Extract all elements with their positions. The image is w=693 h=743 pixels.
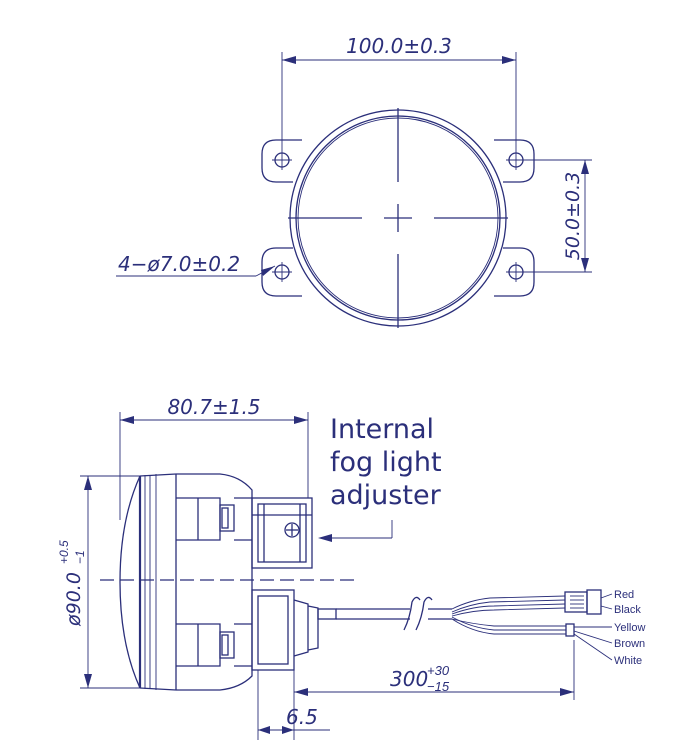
note-line-3: adjuster: [330, 480, 442, 511]
width-dimension-label: 100.0±0.3: [346, 34, 452, 58]
adjuster-housing: [251, 497, 313, 569]
front-centerlines: [288, 108, 508, 328]
cable-length-base-label: 300: [390, 667, 428, 691]
adjuster-callout: Internal fog light adjuster: [318, 414, 442, 542]
adjuster-screw-icon: [284, 522, 300, 538]
bezel-rings: [138, 474, 177, 690]
cable: [336, 596, 452, 631]
hole-diameter-label: 4−ø7.0±0.2: [118, 252, 240, 276]
wire-label-brown: Brown: [614, 638, 645, 650]
hole-spacing-dimension: 50.0±0.3: [524, 159, 592, 273]
mounting-hole-tr: [506, 150, 526, 170]
mounting-hole-br: [506, 262, 526, 282]
hole-spacing-label: 50.0±0.3: [562, 172, 584, 260]
diameter-base-label: ø90.0: [63, 572, 85, 627]
diameter-lower-tol: −1: [73, 550, 87, 564]
wire-labels: Red Black Yellow Brown White: [573, 589, 645, 667]
hole-diameter-callout: 4−ø7.0±0.2: [116, 252, 276, 277]
housing-ribs: [219, 497, 252, 667]
diameter-upper-tol: +0.5: [57, 540, 71, 564]
cable-length-dimension: 300 +30 −15: [293, 640, 575, 700]
lens-dome: [119, 475, 141, 689]
mounting-hole-tl: [272, 150, 292, 170]
front-view: 100.0±0.3 50.0±0.3 4−ø7.0±0.2: [116, 34, 592, 328]
offset-dimension-label: 6.5: [286, 705, 318, 729]
plug-connector: [564, 589, 602, 637]
cable-gland: [251, 589, 337, 671]
mounting-hole-bl: [272, 262, 292, 282]
cable-length-lower-tol: −15: [427, 679, 450, 694]
wire-label-white: White: [614, 655, 642, 667]
depth-dimension-label: 80.7±1.5: [167, 395, 260, 419]
cable-length-upper-tol: +30: [427, 663, 450, 678]
note-line-2: fog light: [330, 447, 442, 478]
housing: [176, 473, 253, 691]
depth-dimension: 80.7±1.5: [119, 395, 309, 520]
offset-dimension: 6.5: [257, 670, 330, 740]
wire-bundle: [451, 595, 566, 635]
width-dimension: 100.0±0.3: [281, 34, 517, 150]
side-view: Red Black Yellow Brown White 80.7±1.5 ø9…: [57, 395, 645, 740]
wire-label-black: Black: [614, 604, 641, 616]
note-line-1: Internal: [330, 414, 434, 445]
wire-label-yellow: Yellow: [614, 622, 645, 634]
diameter-dimension: ø90.0 +0.5 −1: [57, 475, 140, 689]
wire-label-red: Red: [614, 589, 634, 601]
